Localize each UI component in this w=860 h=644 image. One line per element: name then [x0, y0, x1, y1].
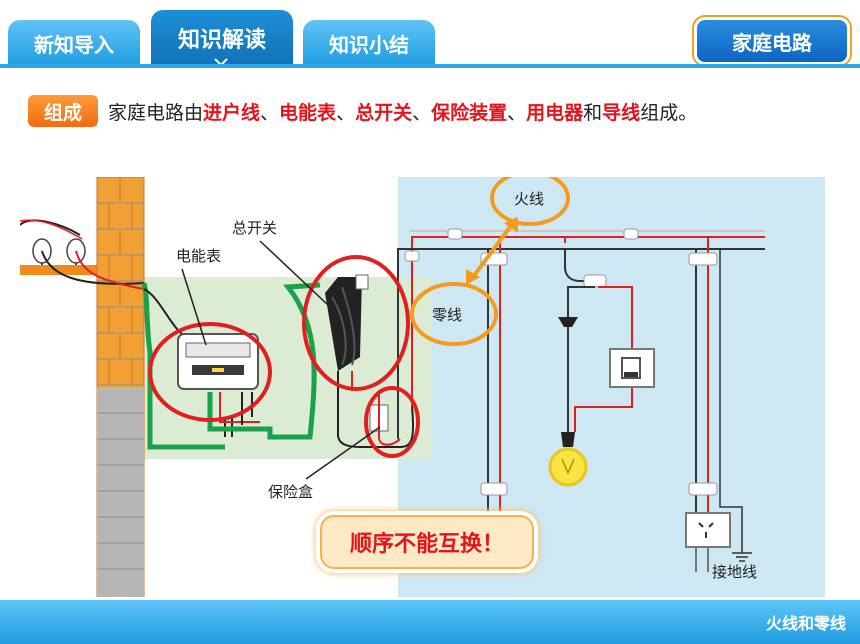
brick-wall	[96, 177, 145, 597]
label-live-wire: 火线	[514, 190, 544, 208]
intro-keyword-main-switch: 总开关	[355, 101, 413, 124]
household-circuit-diagram: 电能表 总开关 保险盒 火线 零线 接地线	[20, 177, 825, 597]
tab-knowledge-summary[interactable]: 知识小结	[303, 20, 435, 66]
label-main-switch: 总开关	[232, 219, 277, 237]
tab-label: 知识解读	[177, 28, 266, 53]
intro-separator: 、	[260, 101, 280, 124]
page-title: 家庭电路	[697, 20, 847, 62]
intro-separator: 、	[507, 101, 527, 124]
label-ground-wire: 接地线	[712, 563, 757, 581]
section-badge: 组成	[28, 95, 98, 127]
red-highlight-circles	[148, 255, 420, 458]
outdoor-shelf	[20, 265, 144, 275]
intro-separator: 、	[412, 101, 432, 124]
wall-socket	[685, 512, 731, 548]
label-electric-meter: 电能表	[176, 247, 221, 265]
intro-keyword-service-line: 进户线	[203, 101, 261, 124]
intro-sentence: 家庭电路由进户线、电能表、总开关、保险装置、用电器和导线组成。	[108, 98, 697, 125]
electric-meter	[177, 333, 259, 390]
nav-divider	[0, 64, 860, 68]
intro-separator: 、	[336, 101, 356, 124]
intro-keyword-appliance: 用电器	[526, 101, 584, 124]
footer-topic: 火线和零线	[765, 614, 846, 633]
fuse-box	[369, 391, 401, 446]
pendant-lamp	[548, 317, 588, 487]
order-warning-callout: 顺序不能互换！	[320, 515, 534, 569]
intro-keyword-fuse: 保险装置	[431, 101, 508, 124]
label-neutral-wire: 零线	[432, 306, 462, 324]
intro-ending: 组成。	[640, 101, 698, 124]
ground-symbol	[732, 547, 752, 562]
top-nav-bar: 新知导入 知识解读 知识小结 家庭电路	[0, 0, 860, 68]
intro-keyword-meter: 电能表	[279, 101, 337, 124]
tab-label: 新知导入	[34, 32, 114, 57]
intro-line: 组成 家庭电路由进户线、电能表、总开关、保险装置、用电器和导线组成。	[28, 93, 697, 129]
intro-connector: 和	[583, 101, 603, 124]
intro-keyword-wire: 导线	[602, 101, 641, 124]
pointer-lines	[181, 240, 381, 480]
intro-text: 家庭电路由	[108, 101, 204, 124]
bottom-bar: 火线和零线	[0, 600, 860, 644]
orange-annotations	[410, 177, 570, 346]
tab-knowledge-interpretation[interactable]: 知识解读	[151, 10, 293, 66]
tab-new-knowledge-intro[interactable]: 新知导入	[8, 20, 140, 66]
main-switch	[325, 274, 415, 448]
label-fuse-box: 保险盒	[268, 483, 313, 501]
tab-label: 知识小结	[329, 32, 409, 57]
service-insulators	[20, 219, 145, 290]
wall-switch	[609, 348, 655, 388]
